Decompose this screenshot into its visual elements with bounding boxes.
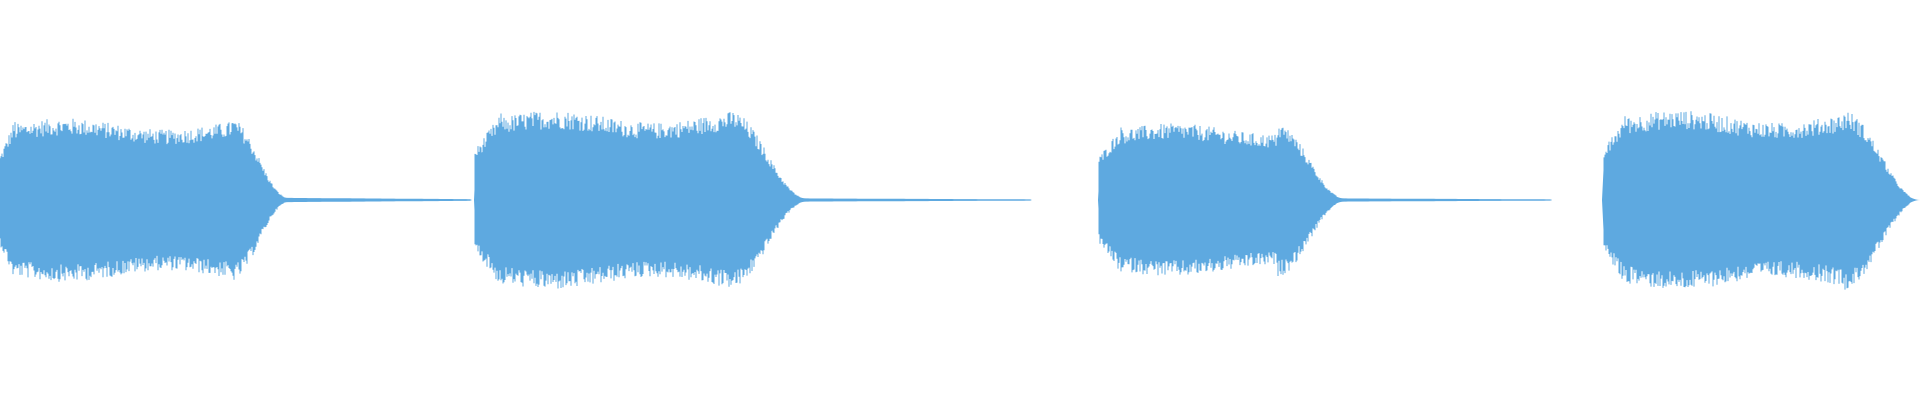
waveform-channel (0, 111, 1920, 290)
waveform-peaks (0, 111, 1910, 290)
